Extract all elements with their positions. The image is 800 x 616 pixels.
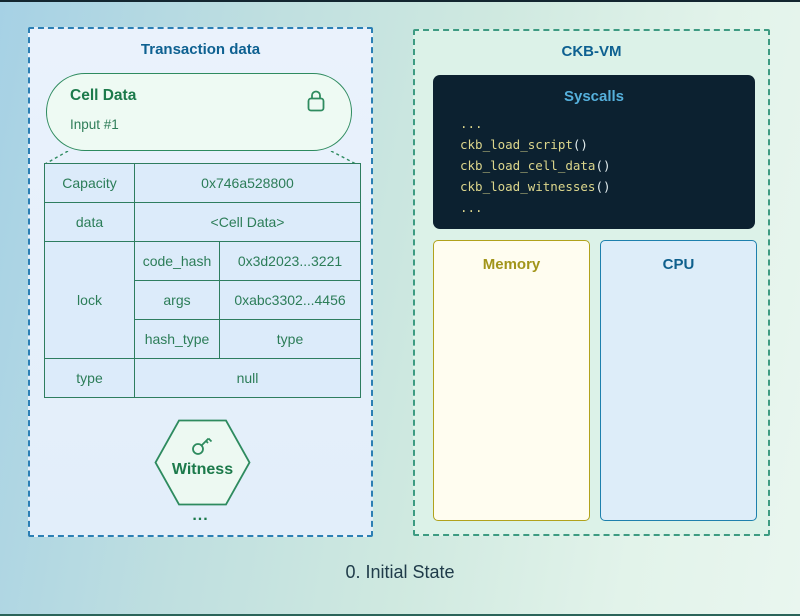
code-text: ckb_load_witnesses xyxy=(460,179,596,194)
code-parens: () xyxy=(572,137,588,152)
code-line: ckb_load_cell_data() xyxy=(460,155,755,176)
code-text: ... xyxy=(460,116,483,131)
table-row: data <Cell Data> xyxy=(44,202,361,242)
field-key: Capacity xyxy=(44,163,135,203)
syscalls-code: ... ckb_load_script() ckb_load_cell_data… xyxy=(460,113,755,218)
subfield-key: args xyxy=(134,280,220,320)
more-cells-ellipsis: ... xyxy=(192,507,209,524)
syscalls-title: Syscalls xyxy=(563,88,625,105)
table-row: lock code_hash 0x3d2023...3221 xyxy=(44,241,361,359)
code-parens: () xyxy=(595,158,611,173)
code-text: ckb_load_script xyxy=(460,137,573,152)
code-parens: () xyxy=(595,179,611,194)
subfield-value: 0x3d2023...3221 xyxy=(219,241,361,281)
figure-caption: 0. Initial State xyxy=(345,562,455,582)
cell-fields-table: Capacity 0x746a528800 data <Cell Data> l… xyxy=(44,163,361,398)
witness-hexagon: Witness xyxy=(154,419,251,506)
field-value: 0x746a528800 xyxy=(134,163,361,203)
top-edge-line xyxy=(0,0,800,2)
key-icon xyxy=(191,435,215,461)
code-line: ckb_load_witnesses() xyxy=(460,176,755,197)
code-line: ... xyxy=(460,113,755,134)
field-key: type xyxy=(44,358,135,398)
witness-label: Witness xyxy=(171,461,234,478)
field-value: <Cell Data> xyxy=(134,202,361,242)
ckb-vm-panel: CKB-VM Syscalls ... ckb_load_script() ck… xyxy=(413,29,770,536)
pill-to-table-connector xyxy=(44,151,357,164)
transaction-panel-title: Transaction data xyxy=(140,41,261,58)
bottom-edge-line xyxy=(0,614,800,616)
ckb-vm-title: CKB-VM xyxy=(561,43,622,60)
field-key: lock xyxy=(44,241,135,359)
cpu-label: CPU xyxy=(662,256,695,273)
transaction-data-panel: Transaction data Cell Data Input #1 Capa… xyxy=(28,27,373,537)
cell-data-card: Cell Data Input #1 xyxy=(46,73,352,151)
memory-label: Memory xyxy=(482,256,541,273)
memory-box: Memory xyxy=(433,240,590,521)
field-key: data xyxy=(44,202,135,242)
code-text: ... xyxy=(460,200,483,215)
subfield-value: 0xabc3302...4456 xyxy=(219,280,361,320)
cell-input-label: Input #1 xyxy=(70,117,119,132)
table-row: hash_type type xyxy=(45,319,361,359)
table-row: Capacity 0x746a528800 xyxy=(44,163,361,203)
field-value: null xyxy=(134,358,361,398)
subfield-value: type xyxy=(219,319,361,359)
lock-icon xyxy=(306,89,326,117)
syscalls-box: Syscalls ... ckb_load_script() ckb_load_… xyxy=(433,75,755,229)
table-row: type null xyxy=(44,358,361,398)
code-line: ... xyxy=(460,197,755,218)
code-line: ckb_load_script() xyxy=(460,134,755,155)
code-text: ckb_load_cell_data xyxy=(460,158,596,173)
subfield-key: hash_type xyxy=(134,319,220,359)
cpu-box: CPU xyxy=(600,240,757,521)
cell-data-title: Cell Data xyxy=(70,87,137,104)
subfield-key: code_hash xyxy=(134,241,220,281)
